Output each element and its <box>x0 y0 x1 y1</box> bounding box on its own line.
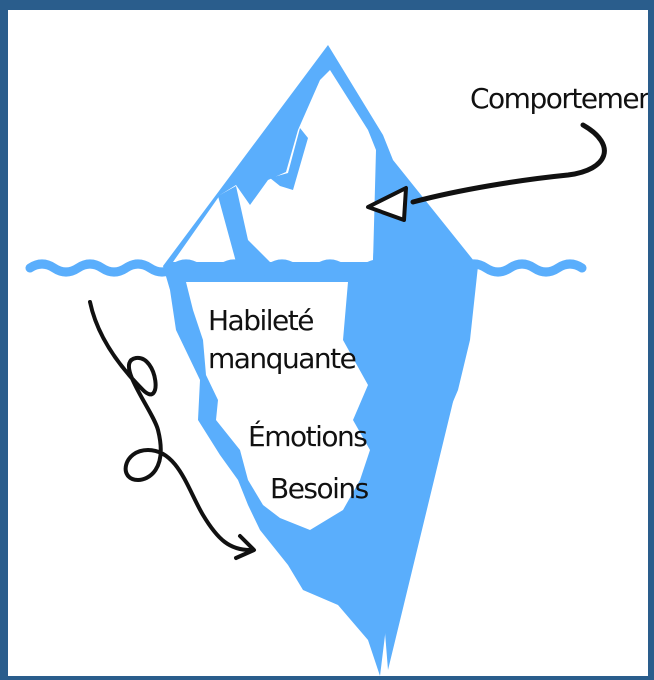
needs-label: Besoins <box>270 472 369 505</box>
depth-swirl-arrow-head <box>234 534 256 560</box>
iceberg-diagram: Comportement Habileté manquante Émotions… <box>25 45 648 676</box>
behavior-arrow-head <box>366 186 408 222</box>
missing-skill-label-line2: manquante <box>208 342 356 375</box>
missing-skill-label-line1: Habileté <box>208 304 313 337</box>
behavior-arrow-line <box>410 122 607 205</box>
iceberg-dark-face <box>373 150 468 670</box>
iceberg-crack-2 <box>270 128 308 190</box>
water-line <box>25 259 587 277</box>
emotions-label: Émotions <box>248 419 367 453</box>
iceberg-crack-1 <box>218 186 270 262</box>
iceberg-white-face-bottom <box>186 282 370 530</box>
depth-swirl-arrow <box>88 300 252 552</box>
diagram-canvas: Comportement Habileté manquante Émotions… <box>8 10 648 676</box>
behavior-label: Comportement <box>470 82 648 115</box>
